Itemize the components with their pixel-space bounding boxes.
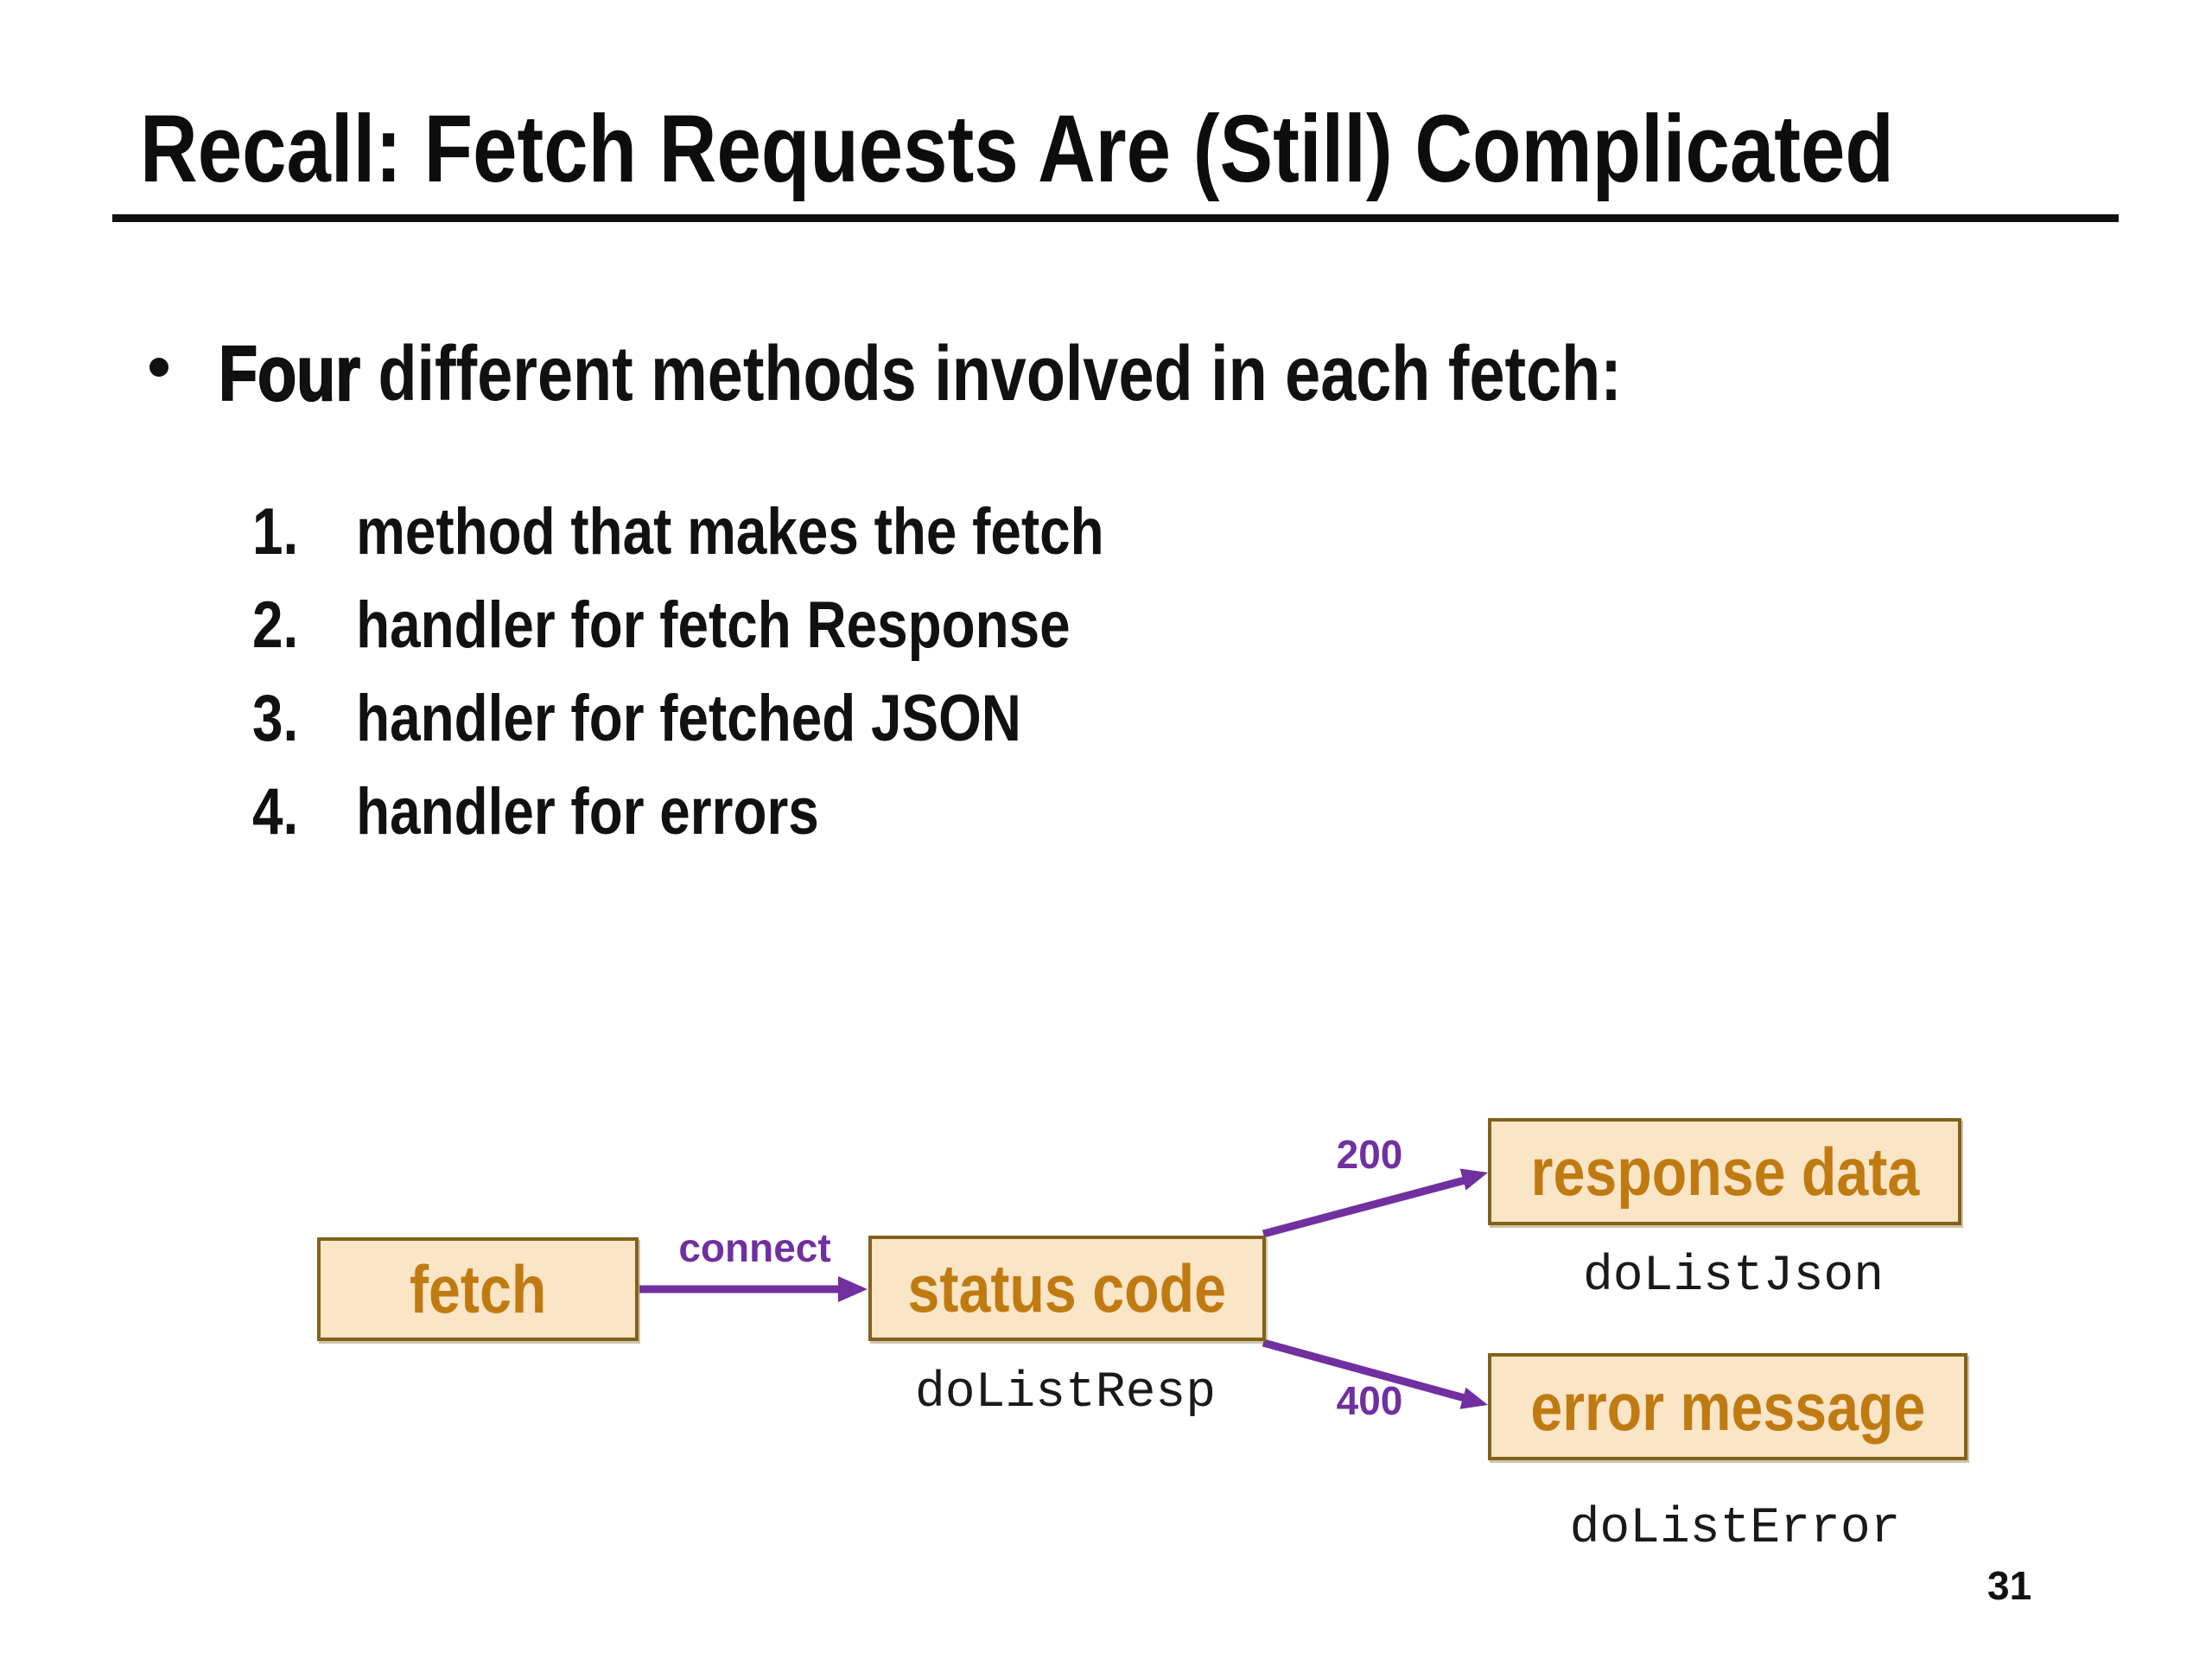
status-code-node: status code: [868, 1236, 1266, 1341]
list-item-number: 3.: [252, 682, 299, 755]
error-handler-name: doListError: [1569, 1501, 1901, 1557]
fetch-node-label: fetch: [409, 1251, 547, 1327]
bullet-line: Four different methods involved in each …: [218, 334, 1929, 414]
error-message-node-label: error message: [1529, 1369, 1926, 1445]
bullet-icon: [149, 358, 168, 377]
list-item: 4.handler for errors: [252, 779, 927, 845]
response-data-node-label: response data: [1530, 1134, 1919, 1210]
status-handler-name: doListResp: [914, 1365, 1217, 1421]
arrow-200-head: [1459, 1168, 1488, 1191]
connect-arrow-head: [838, 1276, 868, 1302]
list-item-text: handler for fetch Response: [356, 588, 1071, 662]
page-number: 31: [1987, 1563, 2032, 1608]
bullet-rest-text: different methods involved in each fetch…: [359, 331, 1622, 417]
list-item: 3.handler for fetched JSON: [252, 686, 1167, 752]
arrow-200-line: [1262, 1176, 1466, 1238]
list-item-text: method that makes the fetch: [356, 495, 1104, 569]
list-item-text: handler for errors: [356, 775, 819, 849]
edge-label-400: 400: [1336, 1378, 1403, 1423]
arrow-400-head: [1459, 1387, 1488, 1409]
list-item-number: 4.: [252, 775, 299, 849]
edge-label-200: 200: [1336, 1132, 1403, 1177]
list-item-number: 2.: [252, 588, 299, 662]
slide-title: Recall: Fetch Requests Are (Still) Compl…: [140, 102, 2212, 197]
bullet-lead-word: Four: [218, 331, 361, 417]
list-item-text: handler for fetched JSON: [356, 682, 1021, 755]
status-code-node-label: status code: [907, 1250, 1227, 1326]
arrow-400-line: [1262, 1338, 1466, 1402]
response-data-node: response data: [1488, 1118, 1961, 1225]
list-item: 2.handler for fetch Response: [252, 593, 1226, 658]
error-message-node: error message: [1488, 1353, 1967, 1460]
list-item-number: 1.: [252, 495, 299, 569]
fetch-node: fetch: [317, 1237, 639, 1341]
title-underline: [112, 214, 2119, 222]
connect-edge-label: connect: [678, 1225, 831, 1270]
response-handler-name: doListJson: [1582, 1249, 1885, 1305]
list-item: 1.method that makes the fetch: [252, 499, 1266, 565]
slide-title-text: Recall: Fetch Requests Are (Still) Compl…: [140, 96, 1894, 202]
